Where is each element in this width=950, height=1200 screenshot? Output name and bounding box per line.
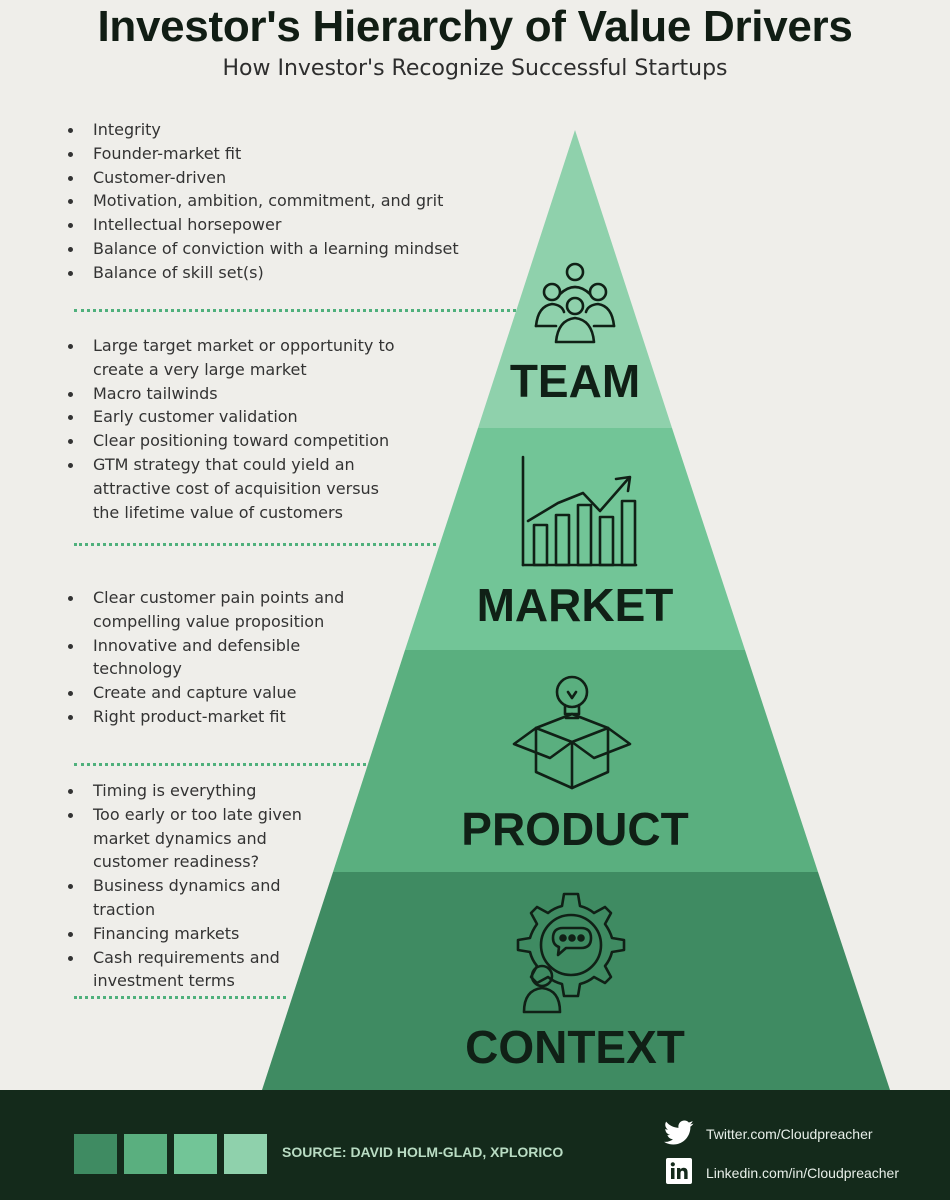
list-item: Macro tailwinds <box>62 382 407 406</box>
source-credit: SOURCE: DAVID HOLM-GLAD, XPLORICO <box>282 1144 564 1160</box>
product-layer <box>333 650 818 872</box>
twitter-bird-icon[interactable] <box>664 1120 694 1146</box>
list-item: Create and capture value <box>62 681 352 705</box>
market-layer <box>405 428 745 650</box>
list-item: Balance of conviction with a learning mi… <box>62 237 502 261</box>
list-item: Clear positioning toward competition <box>62 429 407 453</box>
list-item: Founder-market fit <box>62 142 502 166</box>
product-dotted-separator <box>74 763 366 766</box>
list-item: Motivation, ambition, commitment, and gr… <box>62 189 502 213</box>
list-item: Customer-driven <box>62 166 502 190</box>
list-item: Large target market or opportunity to cr… <box>62 334 407 382</box>
box-lightbulb-icon <box>512 675 632 790</box>
team-people-icon <box>534 262 616 344</box>
twitter-link[interactable]: Twitter.com/Cloudpreacher <box>706 1126 873 1142</box>
list-item: Right product-market fit <box>62 705 352 729</box>
gear-person-icon <box>516 892 626 1014</box>
list-item: Clear customer pain points and compellin… <box>62 586 352 634</box>
list-item: Intellectual horsepower <box>62 213 502 237</box>
list-item: Financing markets <box>62 922 312 946</box>
context-label: CONTEXT <box>465 1021 685 1073</box>
team-label: TEAM <box>509 355 641 407</box>
list-item: Integrity <box>62 118 502 142</box>
list-item: Early customer validation <box>62 405 407 429</box>
color-swatch <box>74 1134 117 1174</box>
list-item: Timing is everything <box>62 779 312 803</box>
color-swatch <box>174 1134 217 1174</box>
context-dotted-separator <box>74 996 286 999</box>
color-swatch <box>124 1134 167 1174</box>
team-dotted-separator <box>74 309 516 312</box>
list-item: Too early or too late given market dynam… <box>62 803 312 874</box>
team-bullet-list: Integrity Founder-market fit Customer-dr… <box>62 118 502 285</box>
page-title: Investor's Hierarchy of Value Drivers <box>97 2 853 51</box>
list-item: Innovative and defensible technology <box>62 634 352 682</box>
product-label: PRODUCT <box>461 803 689 855</box>
context-layer <box>262 872 890 1090</box>
context-bullet-list: Timing is everything Too early or too la… <box>62 779 312 993</box>
list-item: GTM strategy that could yield an attract… <box>62 453 407 524</box>
list-item: Balance of skill set(s) <box>62 261 502 285</box>
product-bullet-list: Clear customer pain points and compellin… <box>62 586 352 729</box>
market-label: MARKET <box>476 579 674 631</box>
growth-chart-icon <box>521 455 638 567</box>
list-item: Cash requirements and investment terms <box>62 946 312 994</box>
market-bullet-list: Large target market or opportunity to cr… <box>62 334 407 524</box>
page-subtitle: How Investor's Recognize Successful Star… <box>222 56 728 81</box>
linkedin-link[interactable]: Linkedin.com/in/Cloudpreacher <box>706 1165 899 1181</box>
footer: SOURCE: DAVID HOLM-GLAD, XPLORICO Twitte… <box>0 1090 950 1200</box>
linkedin-icon[interactable] <box>666 1158 692 1184</box>
market-dotted-separator <box>74 543 436 546</box>
list-item: Business dynamics and traction <box>62 874 312 922</box>
color-swatch <box>224 1134 267 1174</box>
